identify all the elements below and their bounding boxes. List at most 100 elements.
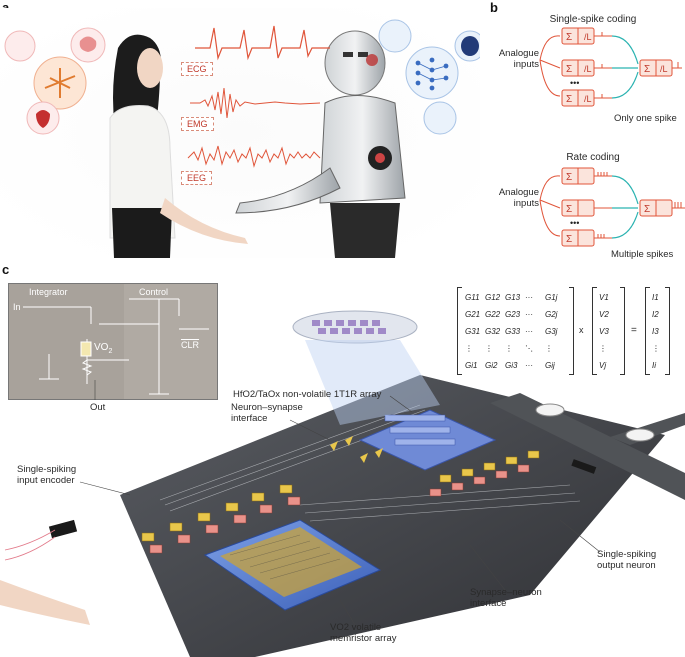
output-neurons — [439, 450, 540, 483]
g-matrix-cell: Gi2 — [485, 361, 498, 370]
wafer — [292, 310, 418, 344]
integrator-title: Integrator — [29, 287, 68, 297]
svg-text:/L: /L — [584, 32, 592, 42]
svg-text:/L: /L — [660, 64, 668, 74]
v-vector-cell: V1 — [599, 293, 609, 302]
v-vector-cell: V3 — [599, 327, 609, 336]
output-device — [571, 459, 597, 474]
rate-coding-schematic — [539, 167, 685, 247]
g-matrix-cell: G3j — [545, 327, 558, 336]
svg-text:•••: ••• — [570, 218, 579, 228]
i-vector-cell: ⋮ — [652, 344, 660, 353]
control-title: Control — [139, 287, 169, 297]
neuron-synapse-interface-label: Neuron–synapse interface — [231, 402, 303, 424]
g-matrix-cell: ⋮ — [465, 344, 473, 353]
rate-coding-title: Rate coding — [566, 152, 620, 163]
g-matrix-cell: ⋱ — [525, 344, 533, 353]
robot — [235, 30, 406, 258]
g-matrix-cell: ··· — [525, 310, 533, 319]
woman-skirt — [112, 208, 172, 258]
i-vector-cell: I2 — [652, 310, 659, 319]
woman-arm — [160, 198, 248, 244]
times-symbol: x — [579, 325, 584, 335]
chip-illustration — [0, 310, 685, 657]
rate-coding-inputs-label: Analogue inputs — [498, 187, 539, 209]
hfo2-array-label: HfO2/TaOx non-volatile 1T1R array — [233, 389, 382, 400]
g-matrix-cell: ··· — [525, 361, 533, 370]
road — [490, 393, 685, 500]
g-matrix-cell: ⋮ — [485, 344, 493, 353]
single-spike-output-note: Only one spike — [614, 113, 677, 124]
panel-a-letter: a — [2, 0, 10, 15]
g-matrix-row: Gi1 Gi2 Gi3 ··· Gij — [465, 357, 565, 374]
input-encoder-device — [48, 519, 78, 539]
i-vector-cell: I3 — [652, 327, 659, 336]
g-matrix-row: ⋮⋮⋮⋱⋮ — [465, 340, 565, 357]
single-spike-title: Single-spike coding — [549, 14, 637, 25]
svg-text:Σ: Σ — [566, 204, 572, 215]
input-neurons — [141, 484, 293, 542]
g-matrix-cell: G33 — [505, 327, 521, 336]
g-matrix-cell: G23 — [505, 310, 521, 319]
synapse-neuron-interface-label: Synapse–neuron interface — [470, 587, 542, 609]
human-robot-illustration — [0, 8, 480, 258]
g-matrix-cell: ··· — [525, 327, 533, 336]
g-matrix-cell: Gi1 — [465, 361, 478, 370]
svg-text:Σ: Σ — [566, 94, 572, 105]
circuit-inset: Integrator Control In VO2 CLR — [8, 283, 218, 400]
v-vector-cell: Vj — [599, 361, 607, 370]
single-spike-schematic — [539, 27, 682, 107]
eeg-label: EEG — [181, 171, 213, 185]
svg-text:Σ: Σ — [566, 234, 572, 245]
g-matrix-cell: Gij — [545, 361, 555, 370]
svg-text:Σ: Σ — [566, 172, 572, 183]
g-matrix-cell: G21 — [465, 310, 481, 319]
car-1 — [535, 403, 565, 417]
ecg-label: ECG — [181, 62, 213, 76]
out-label: Out — [90, 402, 106, 413]
car-2 — [625, 428, 655, 442]
arm-bubble — [378, 19, 412, 53]
clr-label: CLR — [181, 340, 200, 350]
output-neuron-label: Single-spiking output neuron — [597, 549, 657, 571]
g-matrix-cell: G12 — [485, 293, 501, 302]
muscle-bubble — [4, 30, 36, 62]
svg-text:Σ: Σ — [644, 64, 650, 75]
svg-text:•••: ••• — [570, 78, 579, 88]
torso-bubble — [423, 101, 457, 135]
neural-net-bubble — [405, 46, 459, 100]
g-matrix-cell: ··· — [525, 293, 533, 302]
svg-text:Σ: Σ — [566, 32, 572, 43]
emg-waveform — [190, 87, 321, 119]
arm — [0, 580, 90, 625]
single-spike-inputs-label: Analogue inputs — [498, 48, 539, 70]
panel-c-letter: c — [2, 262, 10, 277]
vo2-circuit-label: VO2 — [94, 342, 113, 355]
i-vector-cell: Ii — [652, 361, 656, 370]
input-encoder-label: Single-spiking input encoder — [17, 464, 77, 486]
emg-label: EMG — [181, 117, 214, 131]
g-matrix-cell: G22 — [485, 310, 501, 319]
g-matrix-cell: Gi3 — [505, 361, 518, 370]
panel-b-letter: b — [490, 0, 498, 15]
v-vector-cell: V2 — [599, 310, 609, 319]
eeg-waveform — [187, 145, 321, 168]
woman-blouse — [109, 105, 176, 239]
g-matrix-cell: ⋮ — [545, 344, 553, 353]
g-matrix-cell: G31 — [465, 327, 481, 336]
svg-text:Σ: Σ — [566, 64, 572, 75]
in-label: In — [13, 302, 21, 312]
g-matrix-cell: G1j — [545, 293, 558, 302]
g-matrix-cell: G32 — [485, 327, 501, 336]
vo2-array-label: VO2 volatile memristor array — [330, 622, 397, 644]
svg-text:/L: /L — [584, 64, 592, 74]
ecg-waveform — [195, 25, 330, 61]
